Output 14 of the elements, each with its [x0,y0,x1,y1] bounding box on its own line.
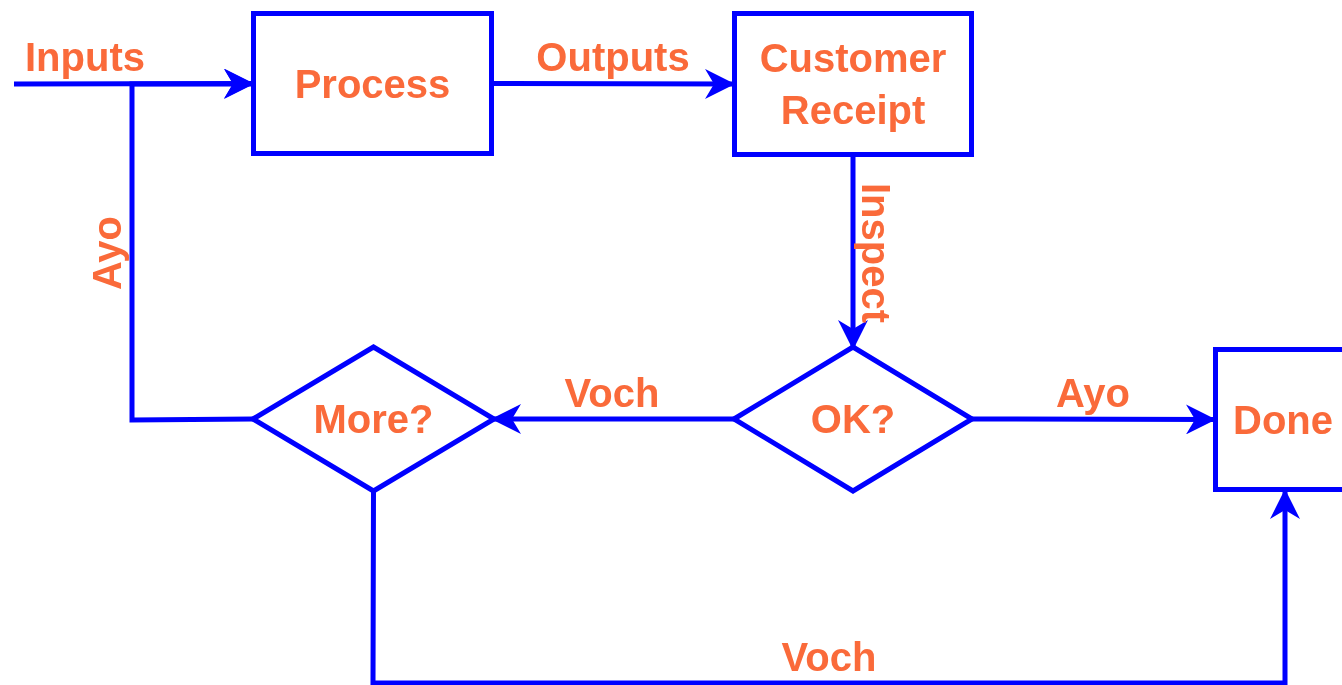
edge-label: Voch [564,373,660,413]
node-label: Done [1233,396,1333,444]
edge-label: Ayo [1055,373,1131,413]
edge-label: Outputs [536,37,690,77]
node-label: Customer Receipt [758,35,948,134]
node-label: Process [294,60,451,108]
process-box [732,11,974,157]
arrow [129,69,254,423]
edge-label: Inspect [856,183,896,323]
edge-label: Inputs [25,37,145,77]
edge-label: Voch [781,637,877,677]
process-box [251,11,494,156]
edge-label: Ayo [87,215,127,291]
process-box [1213,347,1342,492]
